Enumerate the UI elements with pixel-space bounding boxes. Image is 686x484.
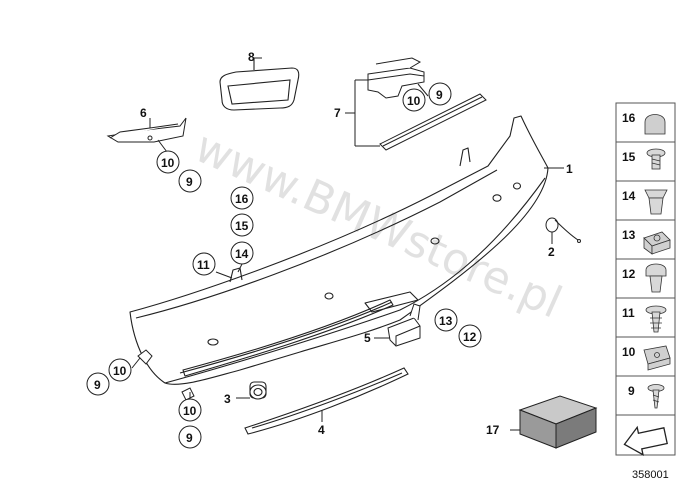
arrow-icon [623,425,668,456]
small-parts-legend: 16 15 14 13 12 11 10 9 [615,102,676,456]
cap-icon [644,114,666,135]
park-distance-sensor[interactable] [249,381,267,400]
speed-nut-icon [643,345,671,371]
accessory-box[interactable] [518,395,598,449]
callout-7: 7 [334,106,341,120]
callout-2: 2 [548,245,555,259]
callout-6: 6 [140,106,147,120]
callout-5: 5 [364,331,371,345]
callout-9-bottom-left: 9 [94,378,101,392]
clip-nut-icon [643,231,671,255]
callout-3: 3 [224,392,231,406]
callout-10-bottom-left: 10 [113,364,127,378]
expansion-nut-icon [644,189,668,215]
fir-tree-clip-icon [645,305,667,333]
callout-10-upper: 10 [407,94,421,108]
callouts-plain: 8 6 7 1 2 3 4 5 17 [140,50,573,437]
legend-15: 15 [622,150,636,164]
legend-13: 13 [622,228,636,242]
left-mount-hardware [137,349,195,401]
callout-10-left: 10 [161,156,175,170]
sensor-clip[interactable] [545,217,581,243]
legend-12: 12 [622,267,636,281]
guide-rail[interactable] [379,93,487,151]
push-rivet-icon [645,263,667,293]
callout-9-upper: 9 [436,88,443,102]
catalog-id: 358001 [632,469,669,481]
legend-11: 11 [622,306,635,320]
callout-9-bottom: 9 [186,431,193,445]
upper-bracket[interactable] [367,57,425,99]
trim-strip[interactable] [244,367,409,435]
callout-12: 12 [463,330,477,344]
bracket[interactable] [387,303,421,347]
callouts-circled-labels: 10 9 10 9 16 15 14 11 13 12 10 9 10 9 [94,88,477,445]
callout-10-bottom: 10 [183,404,197,418]
callout-8: 8 [248,50,255,64]
callout-4: 4 [318,423,325,437]
side-bracket-left[interactable] [106,117,187,143]
rear-bumper-panel[interactable] [129,115,549,385]
legend-10: 10 [622,345,636,359]
legend-16: 16 [622,111,636,125]
leader-lines [131,57,564,431]
bracket-7-leader [345,79,380,147]
screw-icon [646,148,666,170]
legend-14: 14 [622,189,636,203]
callout-16: 16 [235,192,249,206]
callout-14: 14 [235,247,249,261]
license-plate-light[interactable] [219,58,300,111]
callout-9-left: 9 [186,175,193,189]
callout-11: 11 [197,258,210,272]
legend-9: 9 [628,384,635,398]
small-screw-icon [647,384,665,409]
callout-15: 15 [235,219,249,233]
callout-17: 17 [486,423,500,437]
callout-13: 13 [439,314,453,328]
callouts-circled [86,82,482,449]
callout-1: 1 [566,162,573,176]
